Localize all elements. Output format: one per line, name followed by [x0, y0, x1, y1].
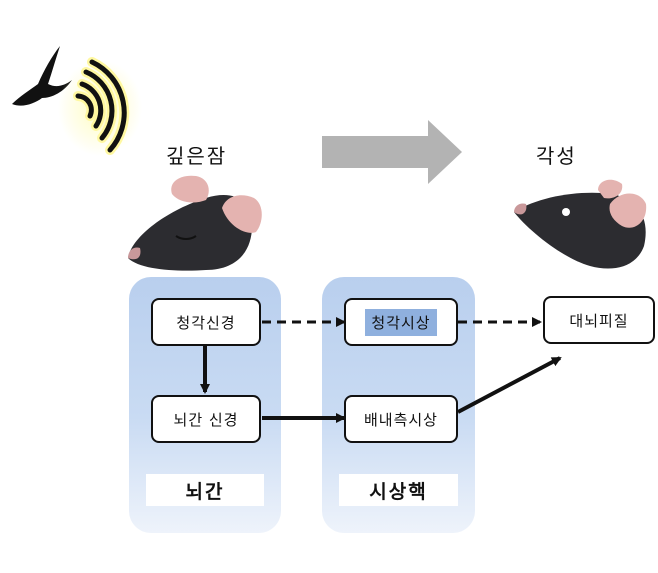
node-label: 청각신경 [176, 313, 236, 332]
node-auditory-thalamus: 청각시상 [344, 298, 458, 346]
node-label: 대뇌피질 [569, 311, 629, 330]
node-label: 뇌간 신경 [173, 410, 239, 429]
node-cortex: 대뇌피질 [543, 296, 655, 344]
brainstem-caption: 뇌간 [146, 474, 264, 506]
node-auditory-nerve: 청각신경 [151, 298, 261, 346]
sound-wave-icon [58, 57, 142, 156]
awake-label: 각성 [536, 144, 577, 168]
node-label: 청각시상 [365, 308, 437, 336]
node-ventromedial-thalamus: 배내측시상 [344, 395, 458, 443]
thalamus-caption: 시상핵 [339, 474, 458, 506]
edge-ventromedial-to-cortex [457, 356, 562, 414]
awake-mouse-icon [514, 179, 647, 269]
transition-arrow [322, 120, 462, 184]
sleeping-mouse-icon [128, 175, 262, 271]
deep-sleep-label: 깊은잠 [166, 144, 228, 168]
node-label: 배내측시상 [363, 410, 438, 429]
bird-icon [12, 46, 72, 106]
node-brainstem-nerve: 뇌간 신경 [151, 395, 261, 443]
